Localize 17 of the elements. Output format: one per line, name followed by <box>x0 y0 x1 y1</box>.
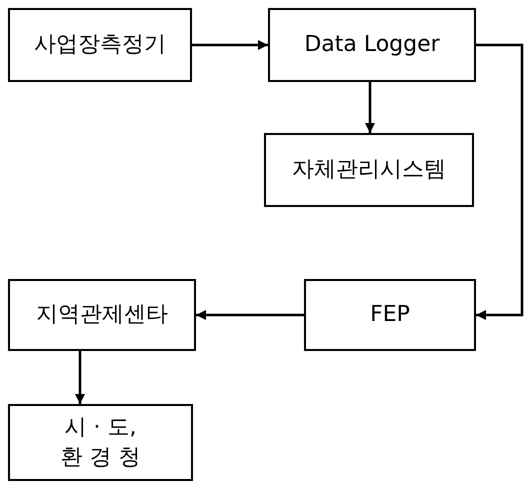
arrow <box>365 82 375 133</box>
arrow <box>196 310 304 320</box>
box-label: 자체관리시스템 <box>292 156 446 184</box>
arrow <box>192 40 268 50</box>
process-box <box>8 8 192 82</box>
box-label: 사업장측정기 <box>34 31 166 60</box>
process-box <box>8 404 193 481</box>
box-label: FEP <box>370 301 410 330</box>
process-box <box>268 8 476 82</box>
arrow <box>75 351 85 404</box>
arrow <box>476 44 524 320</box>
process-box <box>8 279 196 351</box>
process-box <box>264 133 474 207</box>
box-label: 지역관제센타 <box>36 301 168 330</box>
box-label: Data Logger <box>304 31 440 60</box>
box-label: 시 · 도, 환 경 청 <box>60 414 142 472</box>
process-box <box>304 279 476 351</box>
